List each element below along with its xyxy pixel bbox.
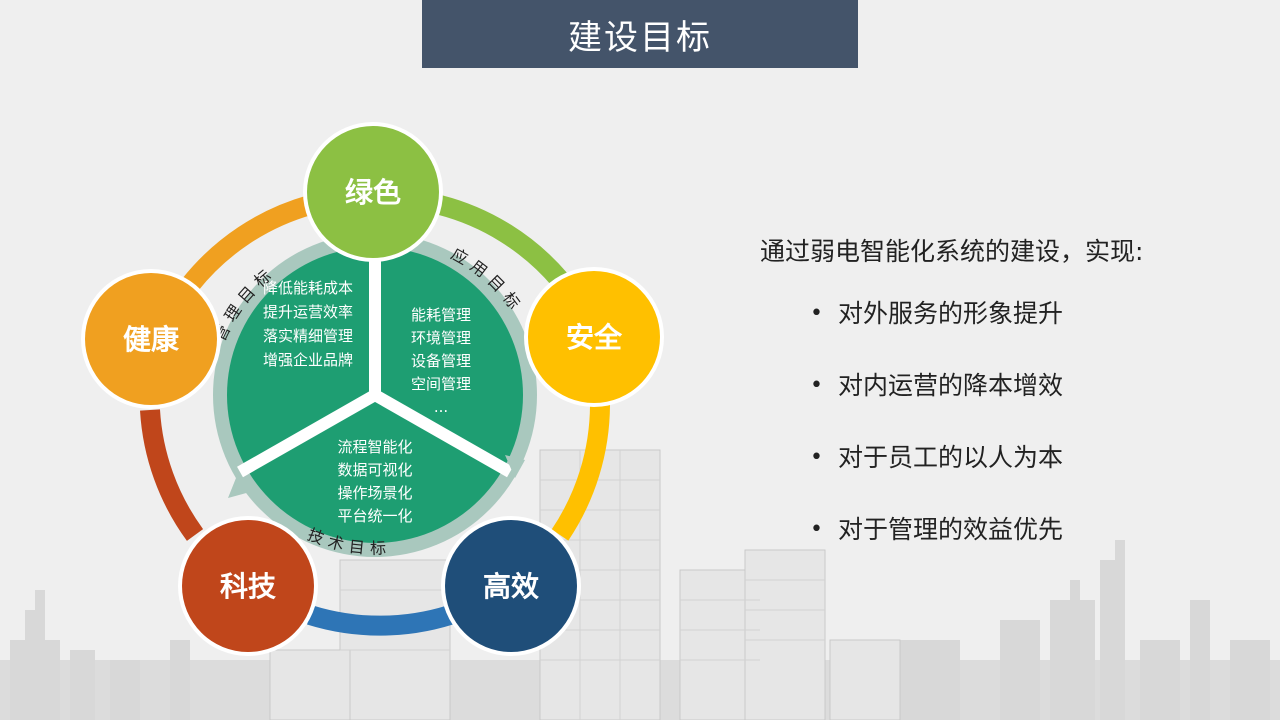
management-line-4: 增强企业品牌 bbox=[263, 351, 353, 369]
application-line-2: 环境管理 bbox=[411, 329, 471, 347]
technology-line-4: 平台统一化 bbox=[337, 507, 412, 525]
intro-text: 通过弱电智能化系统的建设，实现: bbox=[760, 237, 1144, 266]
circle-tech: 科技 bbox=[178, 516, 318, 656]
ring-arrow-right bbox=[505, 455, 525, 478]
circle-safety-label: 安全 bbox=[566, 321, 623, 354]
management-line-1: 降低能耗成本 bbox=[263, 279, 353, 297]
management-line-3: 落实精细管理 bbox=[263, 327, 353, 345]
circle-tech-label: 科技 bbox=[220, 570, 276, 603]
technology-line-1: 流程智能化 bbox=[337, 438, 412, 456]
circle-health: 健康 bbox=[81, 269, 221, 409]
circle-efficient: 高效 bbox=[441, 516, 581, 656]
goal-bullet-4: • 对于管理的效益优先 bbox=[760, 510, 1260, 582]
goals-text-panel: 通过弱电智能化系统的建设，实现: • 对外服务的形象提升 • 对内运营的降本增效… bbox=[760, 232, 1260, 582]
page-title: 建设目标 bbox=[568, 17, 712, 58]
goal-bullet-4-text: 对于管理的效益优先 bbox=[838, 515, 1064, 544]
goal-bullet-2: • 对内运营的降本增效 bbox=[760, 366, 1260, 438]
management-line-2: 提升运营效率 bbox=[263, 303, 353, 321]
application-line-1: 能耗管理 bbox=[411, 306, 471, 324]
circle-safety: 安全 bbox=[524, 267, 664, 407]
technology-line-2: 数据可视化 bbox=[337, 461, 412, 479]
bullet-dot: • bbox=[810, 301, 823, 326]
application-line-5: ... bbox=[434, 398, 448, 416]
application-line-3: 设备管理 bbox=[411, 352, 471, 370]
goal-bullet-3: • 对于员工的以人为本 bbox=[760, 438, 1260, 510]
goal-bullet-1: • 对外服务的形象提升 bbox=[760, 294, 1260, 366]
goal-bullet-2-text: 对内运营的降本增效 bbox=[838, 371, 1064, 400]
circle-efficient-label: 高效 bbox=[483, 570, 539, 603]
ring-arc-health-green bbox=[182, 195, 313, 292]
circle-green: 绿色 bbox=[303, 122, 443, 262]
bullet-dot: • bbox=[810, 373, 823, 398]
ring-arc-safety-efficient bbox=[551, 404, 610, 541]
ring-arrow-left bbox=[228, 478, 250, 498]
page-title-bar: 建设目标 bbox=[422, 0, 858, 68]
ring-arc-tech-health bbox=[140, 409, 204, 541]
ring-arc-efficient-tech bbox=[307, 605, 453, 636]
bullet-dot: • bbox=[810, 517, 823, 542]
circle-green-label: 绿色 bbox=[345, 176, 401, 209]
goal-bullet-1-text: 对外服务的形象提升 bbox=[838, 299, 1064, 328]
bullet-dot: • bbox=[810, 445, 823, 470]
circle-health-label: 健康 bbox=[123, 323, 180, 356]
application-line-4: 空间管理 bbox=[411, 375, 471, 393]
goal-bullet-3-text: 对于员工的以人为本 bbox=[838, 443, 1064, 472]
technology-line-3: 操作场景化 bbox=[337, 484, 412, 502]
ring-arc-green-safety bbox=[437, 195, 568, 287]
